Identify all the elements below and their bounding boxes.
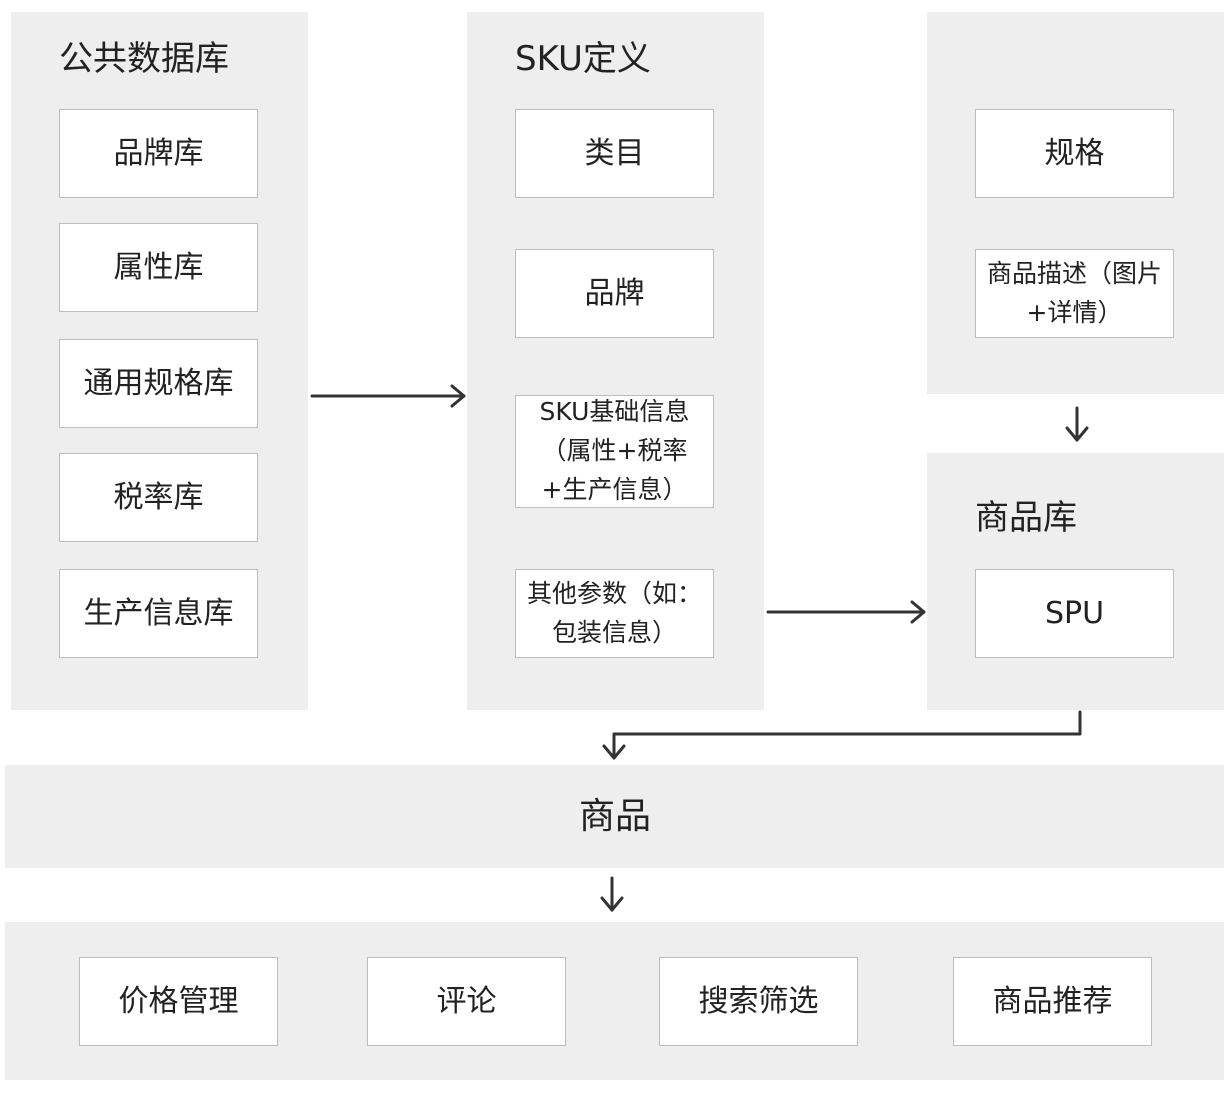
category-box: 类目 xyxy=(515,109,714,198)
product-recommend-box: 商品推荐 xyxy=(953,957,1152,1046)
attribute-lib-box: 属性库 xyxy=(59,223,258,312)
product-band: 商品 xyxy=(5,765,1224,868)
product-label: 商品 xyxy=(579,796,652,837)
product-lib-title: 商品库 xyxy=(975,498,1077,538)
arrowhead-productlib-to-product xyxy=(602,744,626,760)
spec-box: 规格 xyxy=(975,109,1174,198)
sku-definition-panel: SKU定义 类目 品牌 SKU基础信息 （属性+税率 +生产信息） 其他参数（如… xyxy=(467,12,764,710)
spu-box: SPU xyxy=(975,569,1174,658)
sku-definition-title: SKU定义 xyxy=(515,39,651,79)
product-description-line-1: 商品描述（图片 xyxy=(986,258,1162,288)
sku-basic-info-box: SKU基础信息 （属性+税率 +生产信息） xyxy=(515,395,714,508)
common-spec-lib-box: 通用规格库 xyxy=(59,339,258,428)
product-description-box: 商品描述（图片 +详情） xyxy=(975,249,1174,338)
other-params-line-2: 包装信息） xyxy=(551,617,677,647)
public-db-title: 公共数据库 xyxy=(59,39,229,79)
public-db-panel: 公共数据库 品牌库 属性库 通用规格库 税率库 生产信息库 xyxy=(11,12,308,710)
sku-basic-info-line-1: SKU基础信息 xyxy=(539,397,690,427)
arrowhead-product-to-features xyxy=(600,896,624,912)
search-filter-box: 搜索筛选 xyxy=(659,957,858,1046)
brand-lib-box: 品牌库 xyxy=(59,109,258,198)
tax-rate-lib-box: 税率库 xyxy=(59,453,258,542)
sku-basic-info-line-2: （属性+税率 xyxy=(541,436,688,466)
features-band: 价格管理 评论 搜索筛选 商品推荐 xyxy=(5,922,1224,1080)
other-params-box: 其他参数（如： 包装信息） xyxy=(515,569,714,658)
other-params-line-1: 其他参数（如： xyxy=(526,578,702,608)
arrowhead-sku-to-productlib xyxy=(910,600,926,624)
arrow-productlib-to-product xyxy=(612,710,1082,760)
arrowhead-spec-to-productlib xyxy=(1065,426,1089,442)
price-management-box: 价格管理 xyxy=(79,957,278,1046)
spec-panel: 规格 商品描述（图片 +详情） xyxy=(927,12,1224,394)
comments-box: 评论 xyxy=(367,957,566,1046)
sku-basic-info-line-3: +生产信息） xyxy=(541,474,688,504)
brand-box: 品牌 xyxy=(515,249,714,338)
production-info-lib-box: 生产信息库 xyxy=(59,569,258,658)
product-description-line-2: +详情） xyxy=(1026,297,1123,327)
product-lib-panel: 商品库 SPU xyxy=(927,453,1224,710)
arrowhead-publicdb-to-sku xyxy=(450,384,466,408)
